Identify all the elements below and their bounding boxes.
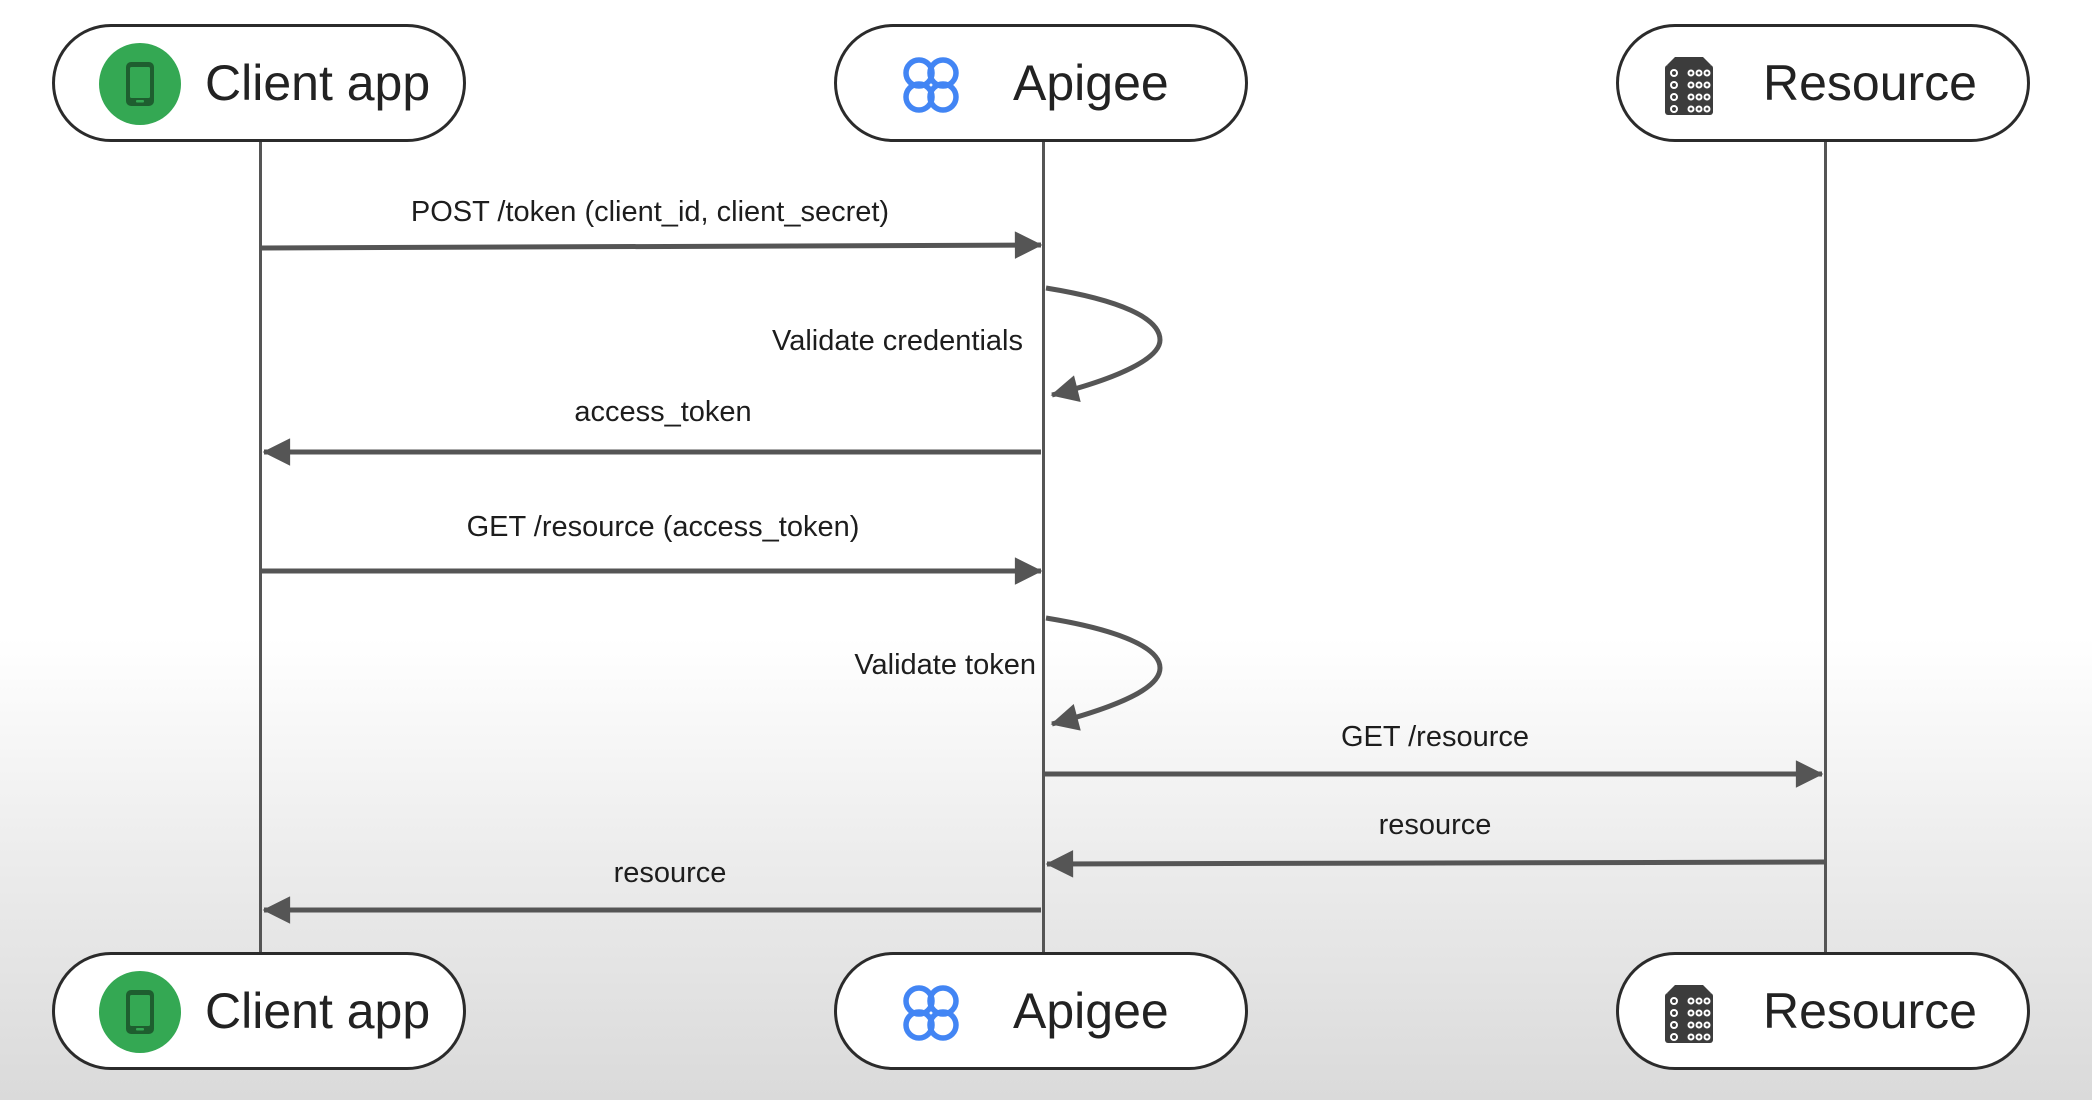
- resource-lifeline: [1824, 140, 1827, 960]
- apigee-actor-top: Apigee: [834, 24, 1248, 142]
- apigee-logo-icon: [903, 57, 959, 113]
- resource-request-label: GET /resource (access_token): [467, 511, 860, 543]
- token-request-arrow: [261, 231, 1043, 259]
- client-app-label: Client app: [205, 983, 431, 1039]
- validate-token-label: Validate token: [854, 649, 1036, 681]
- validate-token-arrow: [1045, 615, 1163, 731]
- client-app-label: Client app: [205, 55, 431, 111]
- server-rack-icon: [1665, 57, 1713, 115]
- apigee-label: Apigee: [1013, 983, 1169, 1039]
- apigee-lifeline: [1042, 140, 1045, 960]
- token-request-label: POST /token (client_id, client_secret): [411, 196, 889, 228]
- client-lifeline: [259, 140, 262, 960]
- resource-label: Resource: [1763, 983, 1977, 1039]
- resource-label: Resource: [1763, 55, 1977, 111]
- resource-actor-top: Resource: [1616, 24, 2030, 142]
- apigee-logo-icon: [903, 985, 959, 1041]
- client-response-label: resource: [614, 857, 727, 889]
- server-rack-icon: [1665, 985, 1713, 1043]
- backend-response-label: resource: [1379, 809, 1492, 841]
- resource-actor-bottom: Resource: [1616, 952, 2030, 1070]
- client-app-actor-bottom: Client app: [52, 952, 466, 1070]
- backend-request-label: GET /resource: [1341, 721, 1529, 753]
- client-app-actor-top: Client app: [52, 24, 466, 142]
- backend-response-arrow: [1045, 850, 1825, 878]
- access-token-label: access_token: [574, 396, 751, 428]
- phone-icon: [99, 43, 181, 125]
- validate-credentials-label: Validate credentials: [772, 325, 1023, 357]
- apigee-actor-bottom: Apigee: [834, 952, 1248, 1070]
- apigee-label: Apigee: [1013, 55, 1169, 111]
- validate-credentials-arrow: [1045, 285, 1163, 402]
- phone-icon: [99, 971, 181, 1053]
